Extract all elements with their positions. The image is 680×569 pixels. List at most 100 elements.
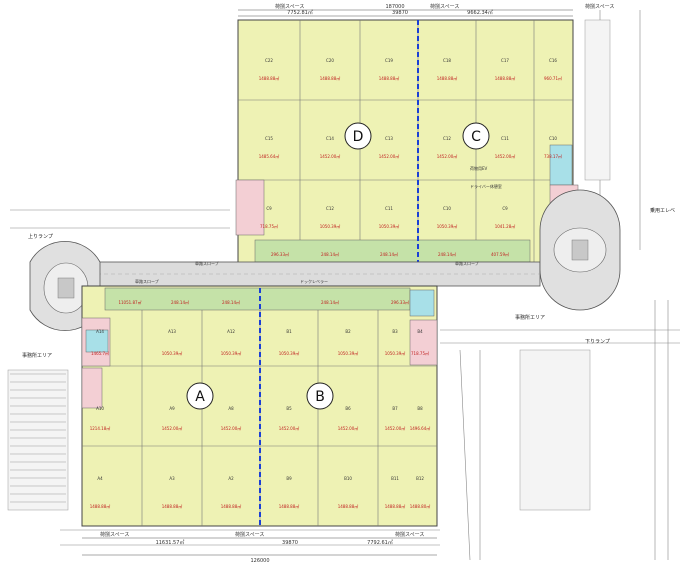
room-area: 1488.88㎡ xyxy=(320,75,341,81)
dock-area-value: 11051.87㎡ xyxy=(118,299,141,305)
dim-bottom-left: 11631.57㎡ xyxy=(156,539,185,546)
room-name: B3 xyxy=(392,329,398,334)
room-area: 1452.00㎡ xyxy=(162,425,183,431)
room-name: C20 xyxy=(326,58,334,63)
dim-top-label-mid: 荷捌スペース xyxy=(430,3,459,10)
ramp-right xyxy=(539,189,621,311)
room-area: 1452.00㎡ xyxy=(320,153,341,159)
room-area: 1488.88㎡ xyxy=(437,75,458,81)
ev-core-lower-right xyxy=(409,289,435,317)
building-upper xyxy=(235,19,579,266)
room-area: 1488.88㎡ xyxy=(385,503,406,509)
room-area: 1050.39㎡ xyxy=(338,350,359,356)
block-c-label: C xyxy=(471,129,481,145)
label-slope-1: 車路スロープ xyxy=(195,260,219,266)
room-name: C16 xyxy=(549,58,557,63)
label-slope-2: 車路スロープ xyxy=(455,260,479,266)
room-name: B7 xyxy=(392,406,398,411)
room-name: B4 xyxy=(417,329,423,334)
dock-area-value: 296.33㎡ xyxy=(271,251,289,257)
room-area: 1452.00㎡ xyxy=(437,153,458,159)
dock-area-lower xyxy=(104,287,411,311)
room-name: B8 xyxy=(417,406,423,411)
room-name: C22 xyxy=(265,58,273,63)
dock-area-value: 248.14㎡ xyxy=(438,251,456,257)
room-name: A12 xyxy=(227,329,235,334)
room-name: A3 xyxy=(169,476,175,481)
building-lower xyxy=(81,285,438,527)
room-area: 1050.39㎡ xyxy=(437,223,458,229)
room-area: 960.71㎡ xyxy=(544,75,562,81)
label-elevator: 乗用エレベ xyxy=(650,207,675,214)
room-name: C15 xyxy=(265,136,273,141)
block-a-label: A xyxy=(195,389,205,405)
stair-core-upper-right xyxy=(549,144,573,186)
room-area: 1214.18㎡ xyxy=(90,425,111,431)
room-name: A9 xyxy=(169,406,175,411)
label-driver-rest: ドライバー休憩室 xyxy=(470,183,502,189)
drive-aisle xyxy=(89,261,541,287)
stair-core-lower-left xyxy=(81,367,103,409)
room-area: 1485.64㎡ xyxy=(259,153,280,159)
room-area: 1050.39㎡ xyxy=(385,350,406,356)
room-name: B12 xyxy=(416,476,424,481)
room-name: A2 xyxy=(228,476,234,481)
dock-area-value: 248.14㎡ xyxy=(321,299,339,305)
dock-area-value: 248.14㎡ xyxy=(222,299,240,305)
room-name: B6 xyxy=(345,406,351,411)
room-area: 1465.7㎡ xyxy=(91,350,109,356)
dim-bottom-right: 7792.61㎡ xyxy=(367,539,393,546)
dim-bottom-label-mid: 荷捌スペース xyxy=(235,531,264,538)
room-area: 1452.00㎡ xyxy=(221,425,242,431)
room-area: 1488.88㎡ xyxy=(221,503,242,509)
label-ramp-down: 下りランプ xyxy=(585,339,610,345)
block-a: A xyxy=(186,382,214,410)
room-area: 1488.88㎡ xyxy=(495,75,516,81)
room-name: A4 xyxy=(97,476,103,481)
room-name: B5 xyxy=(286,406,292,411)
dim-top-label-right: 荷捌スペース xyxy=(585,3,614,10)
dock-area-value: 248.14㎡ xyxy=(380,251,398,257)
room-name: A10 xyxy=(96,406,104,411)
room-name: C19 xyxy=(385,58,393,63)
dim-top-label-left: 荷捌スペース xyxy=(275,3,304,10)
dim-top-mid: 39870 xyxy=(392,10,408,16)
room-name: C14 xyxy=(326,136,334,141)
dimension-lines xyxy=(82,9,573,556)
room-name: C12 xyxy=(443,136,451,141)
room-area: 1452.00㎡ xyxy=(379,153,400,159)
dim-top-left: 7752.81㎡ xyxy=(287,9,313,16)
room-name: C9 xyxy=(266,206,272,211)
block-d-label: D xyxy=(353,129,364,145)
dim-bottom-label-right: 荷捌スペース xyxy=(395,531,424,538)
room-area: 1452.00㎡ xyxy=(338,425,359,431)
parking-area-right xyxy=(519,19,611,511)
block-b-label: B xyxy=(315,389,325,405)
room-name: C11 xyxy=(501,136,509,141)
room-area: 1496.64㎡ xyxy=(410,425,431,431)
room-name: C11 xyxy=(385,206,393,211)
room-name: B9 xyxy=(286,476,292,481)
label-dock-leveler: ドックレベラー xyxy=(300,278,328,284)
room-area: 1488.88㎡ xyxy=(162,503,183,509)
label-freight-ev: 荷物用EV xyxy=(470,165,488,171)
room-area: 1050.39㎡ xyxy=(279,350,300,356)
room-area: 1050.39㎡ xyxy=(221,350,242,356)
room-area: 1050.39㎡ xyxy=(379,223,400,229)
room-name: B11 xyxy=(391,476,399,481)
label-office-area-left: 事務所エリア xyxy=(22,352,52,359)
room-name: B10 xyxy=(344,476,352,481)
room-name: C17 xyxy=(501,58,509,63)
office-core-lower-right xyxy=(409,319,438,366)
room-name: C9 xyxy=(502,206,508,211)
dim-bottom-label-left: 荷捌スペース xyxy=(100,531,129,538)
room-area: 1050.39㎡ xyxy=(320,223,341,229)
room-area: 1452.00㎡ xyxy=(495,153,516,159)
room-name: B2 xyxy=(345,329,351,334)
room-area: 1488.88㎡ xyxy=(279,503,300,509)
room-area: 1041.28㎡ xyxy=(495,223,516,229)
office-core-upper-left xyxy=(235,179,265,236)
room-area: 1488.88㎡ xyxy=(259,75,280,81)
dock-area-value: 407.59㎡ xyxy=(491,251,509,257)
